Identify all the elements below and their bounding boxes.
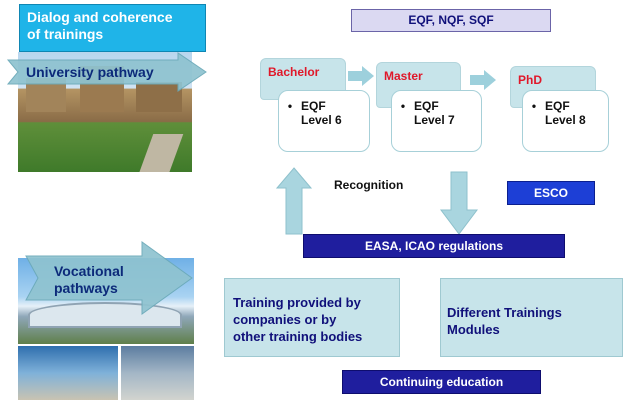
degree-name-phd: PhD [518, 73, 542, 87]
vocational-photo-left [18, 346, 118, 400]
regulations-box: EASA, ICAO regulations [303, 234, 565, 258]
training-modules-box: Different Trainings Modules [440, 278, 623, 357]
university-pathway-arrow [6, 52, 207, 92]
training-companies-box: Training provided by companies or by oth… [224, 278, 400, 357]
esco-box: ESCO [507, 181, 595, 205]
recognition-label: Recognition [334, 178, 404, 192]
title-line-2: of trainings [27, 26, 104, 42]
eqf-card-master: •EQF Level 7 [391, 90, 482, 152]
eqf-card-phd: •EQF Level 8 [522, 90, 609, 152]
vocational-pathway-label: Vocational pathways [54, 263, 124, 296]
eqf-card-bachelor: •EQF Level 6 [278, 90, 370, 152]
right-arrow-icon [348, 66, 374, 86]
eqf-label: EQF [545, 99, 570, 113]
right-arrow-icon [470, 70, 496, 90]
eqf-level-8: Level 8 [545, 113, 586, 127]
continuing-education-box: Continuing education [342, 370, 541, 394]
framework-header: EQF, NQF, SQF [351, 9, 551, 32]
up-arrow-icon [275, 167, 313, 235]
title-box: Dialog and coherence of trainings [19, 4, 206, 52]
vocational-pathway-arrow [25, 241, 193, 315]
eqf-label: EQF [414, 99, 439, 113]
eqf-level-7: Level 7 [414, 113, 455, 127]
university-pathway-label: University pathway [26, 64, 154, 80]
title-line-1: Dialog and coherence [27, 9, 173, 25]
eqf-label: EQF [301, 99, 326, 113]
down-arrow-icon [440, 171, 478, 235]
degree-name-master: Master [384, 69, 423, 83]
vocational-photo-right [121, 346, 194, 400]
degree-name-bachelor: Bachelor [268, 65, 320, 79]
eqf-level-6: Level 6 [301, 113, 342, 127]
